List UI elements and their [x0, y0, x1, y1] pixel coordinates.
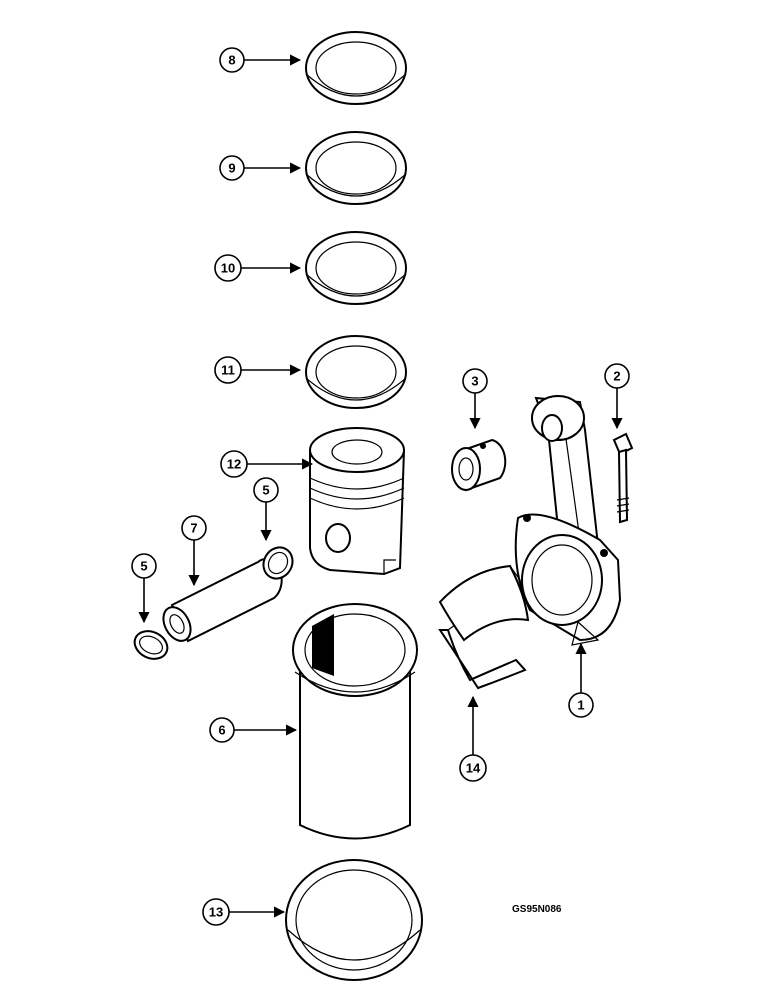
svg-text:11: 11 [221, 363, 235, 378]
svg-text:9: 9 [228, 161, 235, 176]
svg-text:13: 13 [209, 905, 223, 920]
callout-5-left: 5 [131, 553, 157, 624]
svg-text:3: 3 [471, 374, 478, 389]
piston-ring-8 [305, 31, 407, 105]
gasket-13 [285, 859, 423, 981]
callout-7: 7 [181, 515, 207, 587]
bearing-shells-14 [438, 564, 530, 690]
callout-14: 14 [459, 695, 487, 782]
callout-6: 6 [209, 717, 298, 743]
callout-5-right: 5 [253, 477, 279, 542]
rod-bolt-2 [612, 432, 634, 524]
callout-3: 3 [462, 368, 488, 430]
snap-ring-5-left [133, 630, 169, 660]
svg-text:7: 7 [190, 521, 197, 536]
svg-text:8: 8 [228, 53, 235, 68]
svg-text:12: 12 [227, 457, 241, 472]
callout-2: 2 [604, 363, 630, 430]
piston-ring-11 [305, 335, 407, 409]
svg-text:14: 14 [466, 761, 481, 776]
svg-text:5: 5 [140, 559, 147, 574]
callout-12: 12 [220, 450, 314, 478]
svg-text:10: 10 [221, 261, 235, 276]
figure-reference-code: GS95N086 [512, 904, 562, 915]
callout-9: 9 [219, 155, 302, 181]
svg-text:1: 1 [577, 698, 584, 713]
callout-8: 8 [219, 47, 302, 73]
cylinder-liner-6 [292, 603, 418, 840]
bushing-3 [451, 438, 507, 492]
svg-text:5: 5 [262, 483, 269, 498]
svg-text:2: 2 [613, 369, 620, 384]
callout-11: 11 [214, 356, 302, 384]
snap-ring-5-right [262, 546, 294, 580]
piston-ring-10 [305, 231, 407, 305]
connecting-rod-1 [514, 395, 622, 646]
callout-10: 10 [214, 254, 302, 282]
piston-12 [309, 427, 406, 576]
piston-ring-9 [305, 131, 407, 205]
piston-pin-7 [162, 558, 283, 643]
svg-text:6: 6 [218, 723, 225, 738]
callout-13: 13 [202, 898, 286, 926]
callout-1: 1 [568, 642, 594, 718]
